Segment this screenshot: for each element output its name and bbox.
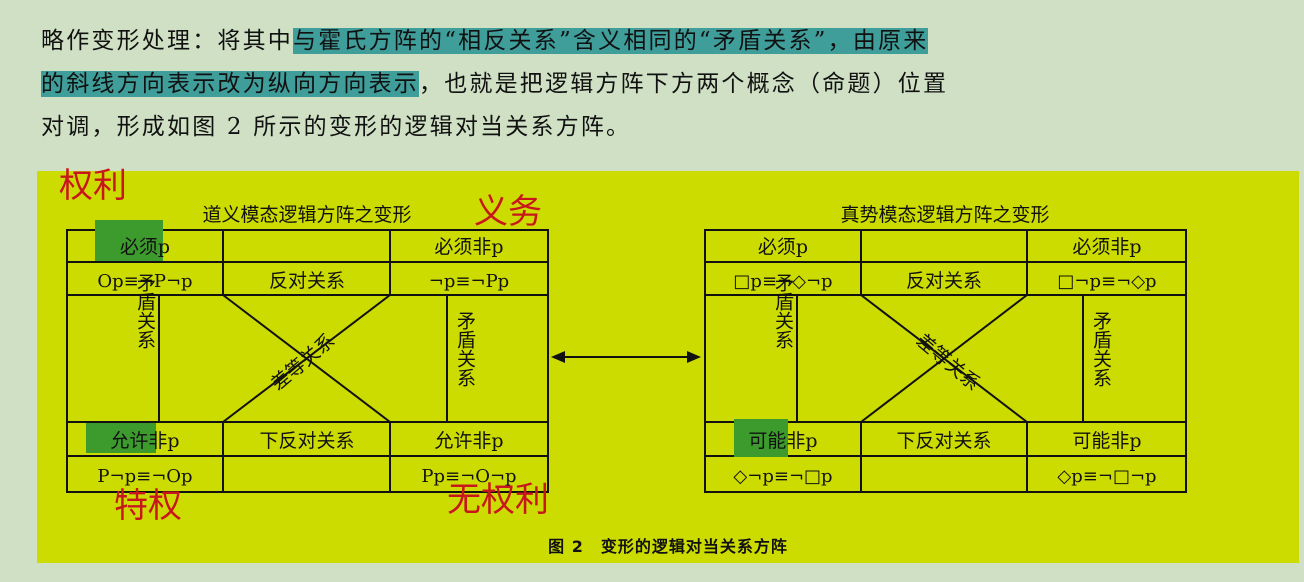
left-right-relation: 矛盾关系 xyxy=(454,311,476,387)
right-bl-label: 可能非p xyxy=(748,430,817,452)
left-br-label: 允许非p xyxy=(434,430,503,452)
right-br-formula: ◇p≡¬□¬p xyxy=(1057,466,1156,487)
line2-suffix: ，也就是把逻辑方阵下方两个概念（命题）位置 xyxy=(419,71,949,97)
left-br-formula: Pp≡¬O¬p xyxy=(421,466,516,487)
green-marker xyxy=(734,419,788,457)
green-marker xyxy=(95,220,163,261)
paragraph-line-2: 的斜线方向表示改为纵向方向表示，也就是把逻辑方阵下方两个概念（命题）位置 xyxy=(41,63,1271,106)
line2-highlight: 的斜线方向表示改为纵向方向表示 xyxy=(41,71,419,97)
right-tr-formula: □¬p≡¬◇p xyxy=(1057,271,1156,292)
right-bl-formula: ◇¬p≡¬□p xyxy=(733,466,832,487)
left-square-title: 道义模态逻辑方阵之变形 xyxy=(202,204,411,226)
right-br-label: 可能非p xyxy=(1072,430,1141,452)
right-right-relation: 矛盾关系 xyxy=(1090,311,1112,387)
annotation-rights: 权利 xyxy=(59,166,127,206)
left-tl-formula: Op≡¬P¬p xyxy=(97,271,192,292)
left-bottom-relation: 下反对关系 xyxy=(259,430,354,452)
left-top-relation: 反对关系 xyxy=(269,270,345,292)
left-bl-formula: P¬p≡¬Op xyxy=(97,466,192,487)
right-square-title: 真势模态逻辑方阵之变形 xyxy=(840,204,1049,226)
right-left-relation: 矛盾关系 xyxy=(772,273,794,349)
annotation-duty: 义务 xyxy=(474,192,542,232)
annotation-privilege: 特权 xyxy=(114,486,182,526)
left-bl-label: 允许非p xyxy=(110,430,179,452)
right-diagonal-relation: 差等关系 xyxy=(912,330,984,396)
left-diagonal-relation: 差等关系 xyxy=(267,330,339,396)
figure-caption: 图 2 变形的逻辑对当关系方阵 xyxy=(548,537,788,556)
annotation-no-right: 无权利 xyxy=(447,480,549,520)
paragraph-line-3: 对调，形成如图 2 所示的变形的逻辑对当关系方阵。 xyxy=(41,114,632,140)
right-top-relation: 反对关系 xyxy=(906,270,982,292)
double-arrow xyxy=(551,351,701,363)
left-tr-formula: ¬p≡¬Pp xyxy=(429,271,509,292)
left-tl-label: 必须p xyxy=(120,236,170,258)
left-left-relation: 矛盾关系 xyxy=(134,273,156,349)
left-square xyxy=(66,229,549,493)
left-tr-label: 必须非p xyxy=(434,236,503,258)
right-tl-label: 必须p xyxy=(758,236,808,258)
right-tl-formula: □p≡¬◇¬p xyxy=(733,271,832,292)
green-marker xyxy=(86,423,156,453)
right-tr-label: 必须非p xyxy=(1072,236,1141,258)
body-paragraph: 略作变形处理：将其中与霍氏方阵的“相反关系”含义相同的“矛盾关系”，由原来 的斜… xyxy=(41,20,1271,149)
figure-diagram: 道义模态逻辑方阵之变形 必须p Op≡¬P¬p 必须非p ¬p≡¬Pp 反对关系… xyxy=(66,204,1187,493)
right-square xyxy=(704,229,1187,493)
figure-2: 道义模态逻辑方阵之变形 必须p Op≡¬P¬p 必须非p ¬p≡¬Pp 反对关系… xyxy=(37,166,1299,563)
right-bottom-relation: 下反对关系 xyxy=(896,430,991,452)
paragraph-line-1: 略作变形处理：将其中与霍氏方阵的“相反关系”含义相同的“矛盾关系”，由原来 xyxy=(41,20,1271,63)
line1-prefix: 略作变形处理：将其中 xyxy=(41,28,293,54)
line1-highlight: 与霍氏方阵的“相反关系”含义相同的“矛盾关系”，由原来 xyxy=(293,28,929,54)
